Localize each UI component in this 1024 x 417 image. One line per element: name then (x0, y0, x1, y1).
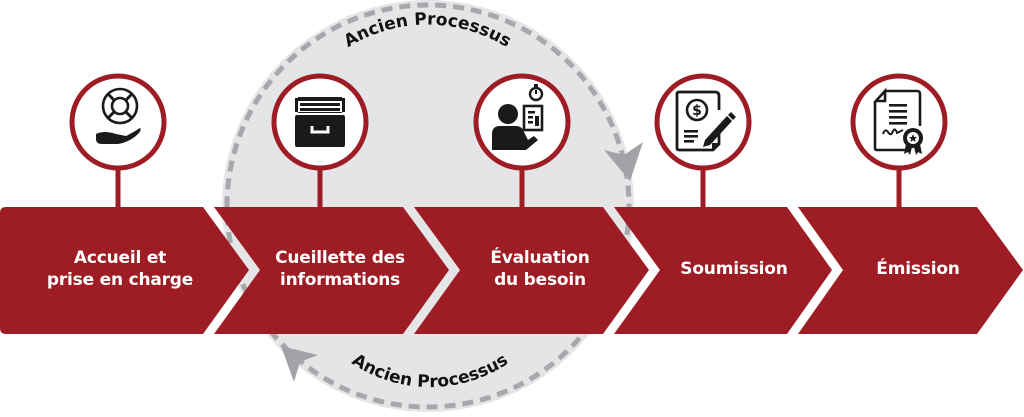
certificate-seal-icon (873, 87, 923, 155)
chevron-band (0, 207, 1023, 334)
step-2-label-line-1: Cueillette des (275, 248, 405, 268)
old-process-loop: Ancien Processus Ancien Processus (222, 0, 643, 412)
step-2-label-line-2: informations (279, 270, 401, 290)
step-5-badge (850, 73, 948, 171)
chevron-4[interactable] (614, 207, 832, 334)
chevron-5[interactable] (798, 207, 1023, 334)
step-1-label-line-2: prise en charge (46, 270, 194, 290)
chevron-1[interactable] (0, 207, 249, 334)
chevron-2[interactable] (214, 207, 449, 334)
step-3-badge (473, 73, 571, 171)
loop-dashed-ring (224, 2, 632, 410)
file-drawer-icon (295, 97, 345, 147)
step-4-badge: $ (654, 73, 752, 171)
step-2-label: Cueillette des informations (240, 247, 440, 291)
step-3-label-line-2: du besoin (494, 270, 586, 290)
step-1-label: Accueil et prise en charge (20, 247, 220, 291)
step-3-label-line-1: Évaluation (490, 248, 590, 268)
loop-arrow-bottom-icon (281, 346, 318, 382)
step-5-label: Émission (818, 258, 1018, 280)
step-3-label: Évaluation du besoin (440, 247, 640, 291)
dollar-document-pen-icon: $ (675, 90, 736, 152)
connectors (115, 170, 902, 208)
chevron-3[interactable] (414, 207, 649, 334)
step-1-label-line-1: Accueil et (73, 248, 167, 268)
step-1-badge (69, 73, 167, 171)
loop-arrow-top-icon (604, 142, 643, 181)
lifebuoy-hand-icon (96, 87, 141, 144)
step-4-label: Soumission (634, 258, 834, 280)
svg-text:$: $ (692, 103, 702, 119)
person-stopwatch-document-icon (492, 84, 544, 150)
step-5-label-line-1: Émission (876, 259, 960, 279)
step-4-label-line-1: Soumission (680, 259, 788, 279)
step-2-badge (271, 73, 369, 171)
